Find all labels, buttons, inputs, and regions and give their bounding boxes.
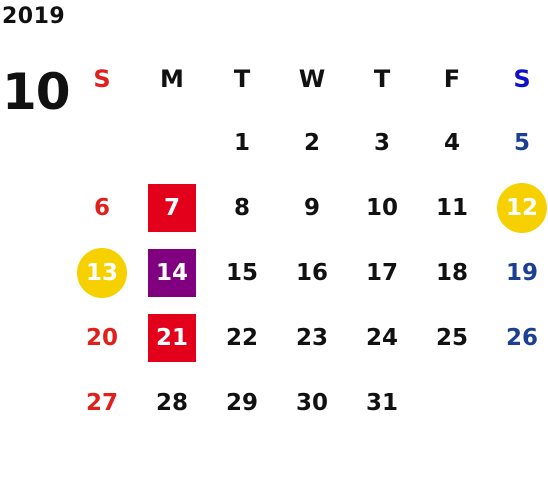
day-cell-holiday[interactable]: 7 [148, 183, 196, 232]
weekday-friday: F [443, 65, 461, 93]
day-cell[interactable]: 9 [303, 194, 320, 221]
day-cell-sunday[interactable]: 6 [93, 194, 110, 221]
year-label: 2019 [2, 4, 66, 29]
weekday-wednesday: W [298, 65, 326, 93]
day-cell[interactable]: 2 [303, 129, 320, 156]
day-cell-highlighted[interactable]: 13 [77, 247, 127, 298]
weekday-saturday: S [513, 65, 531, 93]
day-cell[interactable]: 11 [435, 194, 468, 221]
day-cell[interactable]: 15 [225, 259, 258, 286]
day-cell[interactable]: 10 [365, 194, 398, 221]
weekday-monday: M [160, 65, 184, 93]
day-cell[interactable]: 31 [365, 389, 398, 416]
day-cell[interactable]: 3 [373, 129, 390, 156]
day-cell-saturday[interactable]: 26 [505, 324, 538, 351]
day-cell[interactable]: 8 [233, 194, 250, 221]
day-cell-sunday[interactable]: 27 [85, 389, 118, 416]
day-cell[interactable]: 25 [435, 324, 468, 351]
day-cell[interactable]: 28 [155, 389, 188, 416]
day-cell-special[interactable]: 14 [148, 248, 196, 297]
day-cell[interactable]: 24 [365, 324, 398, 351]
day-cell[interactable]: 18 [435, 259, 468, 286]
day-cell-highlighted[interactable]: 12 [497, 182, 547, 233]
weekday-sunday: S [93, 65, 111, 93]
day-cell-holiday[interactable]: 21 [148, 313, 196, 362]
day-cell[interactable]: 29 [225, 389, 258, 416]
day-cell[interactable]: 17 [365, 259, 398, 286]
day-cell[interactable]: 16 [295, 259, 328, 286]
day-cell-sunday[interactable]: 20 [85, 324, 118, 351]
day-cell[interactable]: 1 [233, 129, 250, 156]
month-number: 10 [2, 63, 71, 121]
day-cell-saturday[interactable]: 19 [505, 259, 538, 286]
day-cell[interactable]: 4 [443, 129, 460, 156]
weekday-thursday: T [373, 65, 391, 93]
day-cell[interactable]: 22 [225, 324, 258, 351]
weekday-tuesday: T [233, 65, 251, 93]
day-cell[interactable]: 23 [295, 324, 328, 351]
calendar-grid: S M T W T F S 1 2 3 4 5 6 7 8 9 10 11 12… [67, 48, 548, 500]
day-cell-saturday[interactable]: 5 [513, 129, 530, 156]
day-cell[interactable]: 30 [295, 389, 328, 416]
